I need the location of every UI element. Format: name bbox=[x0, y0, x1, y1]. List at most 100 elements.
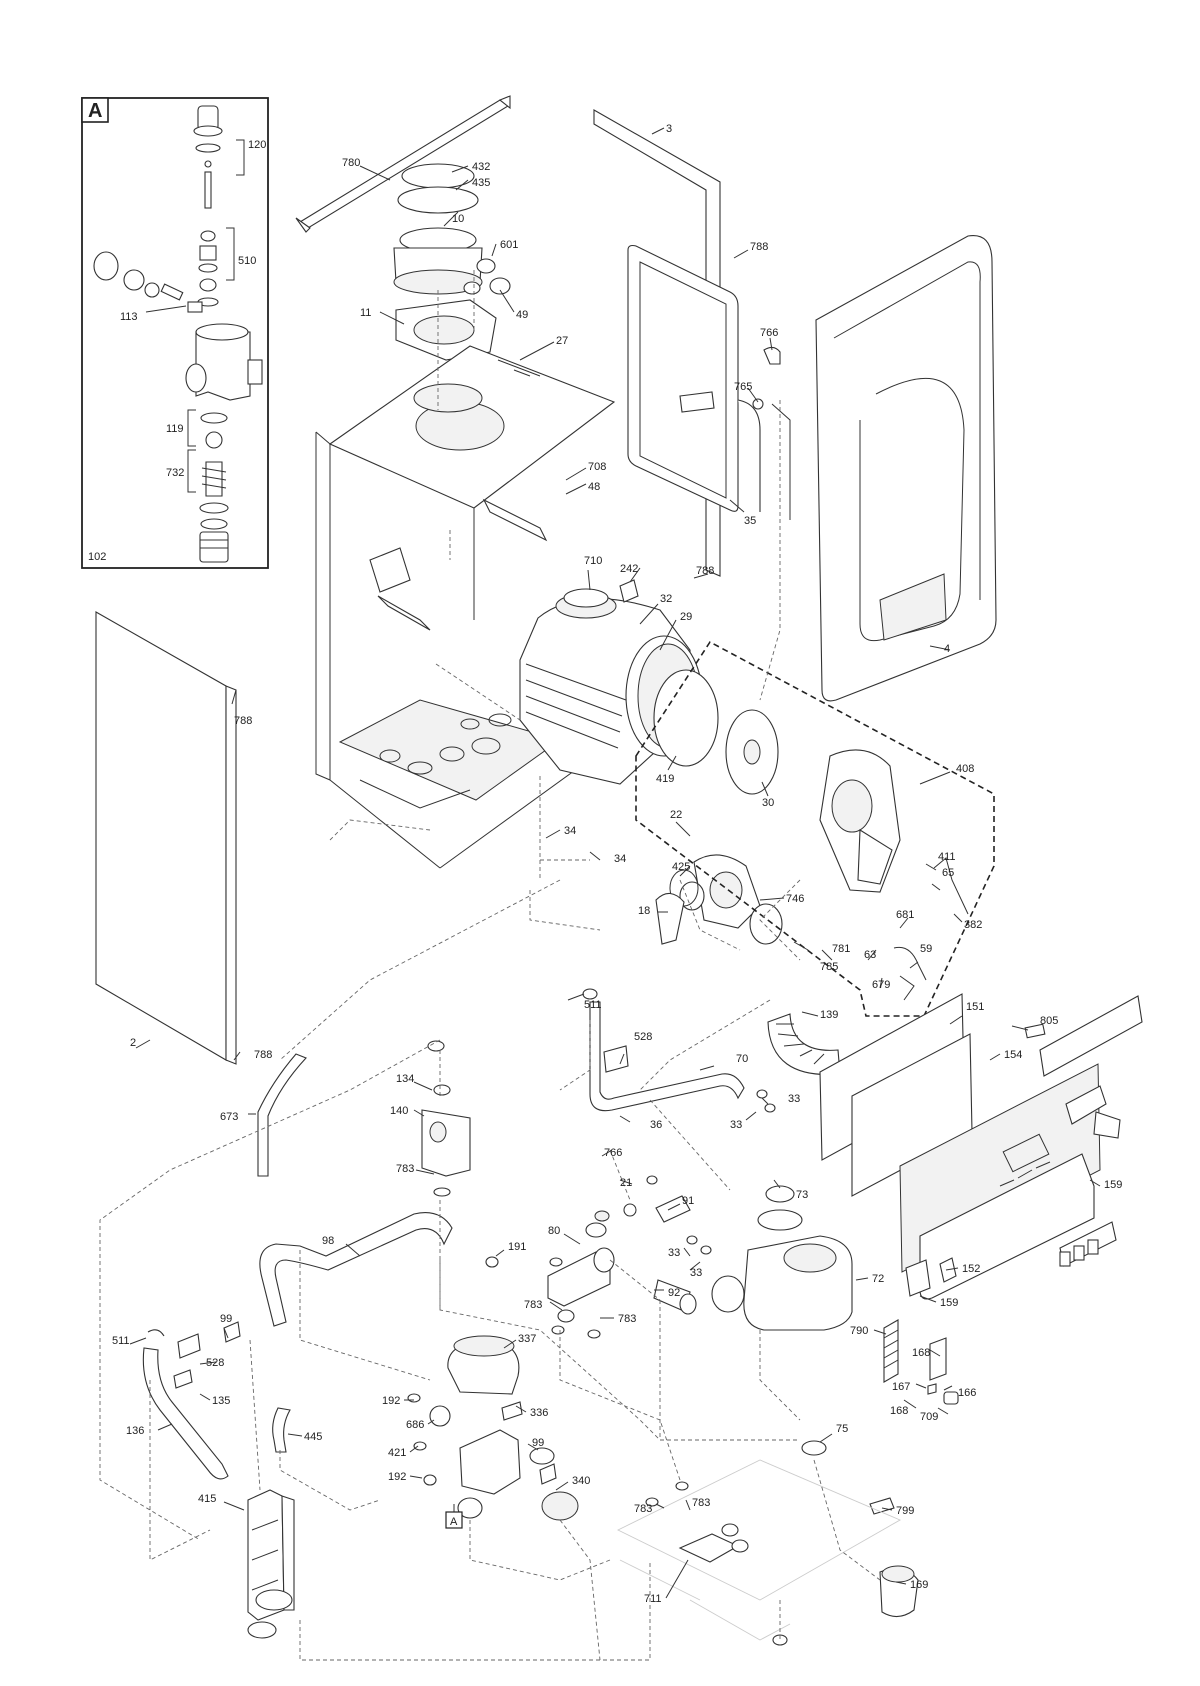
main-frame bbox=[315, 345, 616, 869]
label-673: 673 bbox=[220, 1111, 238, 1123]
label-411: 411 bbox=[938, 851, 956, 863]
top-rail-780 bbox=[295, 95, 511, 233]
label-134: 134 bbox=[396, 1073, 414, 1085]
label-33-b: 33 bbox=[730, 1119, 742, 1131]
label-59: 59 bbox=[920, 943, 932, 955]
gasket-11 bbox=[395, 299, 497, 361]
label-159-b: 159 bbox=[940, 1297, 958, 1309]
label-192-a: 192 bbox=[382, 1395, 400, 1407]
fuse-805 bbox=[1024, 1023, 1046, 1039]
label-21: 21 bbox=[620, 1177, 632, 1189]
label-783-b: 783 bbox=[524, 1299, 542, 1311]
label-421: 421 bbox=[388, 1447, 406, 1459]
label-528-a: 528 bbox=[634, 1031, 652, 1043]
part-number-labels: 780 432 435 10 601 49 11 27 3 788 766 76… bbox=[112, 123, 1122, 1605]
label-72: 72 bbox=[872, 1273, 884, 1285]
label-166: 166 bbox=[958, 1387, 976, 1399]
label-511-b: 511 bbox=[112, 1335, 130, 1347]
label-135: 135 bbox=[212, 1395, 230, 1407]
label-73: 73 bbox=[796, 1189, 808, 1201]
bracket-528 bbox=[603, 1045, 629, 1073]
label-11: 11 bbox=[360, 307, 371, 319]
label-799: 799 bbox=[896, 1505, 914, 1517]
label-242: 242 bbox=[620, 563, 638, 575]
label-192-b: 192 bbox=[388, 1471, 406, 1483]
label-709: 709 bbox=[920, 1411, 938, 1423]
label-528-b: 528 bbox=[206, 1357, 224, 1369]
label-34-b: 34 bbox=[614, 853, 626, 865]
label-168-a: 168 bbox=[912, 1347, 930, 1359]
label-4: 4 bbox=[944, 643, 950, 655]
inset-tag: A bbox=[88, 100, 102, 122]
label-780: 780 bbox=[342, 157, 360, 169]
label-601: 601 bbox=[500, 239, 518, 251]
label-33-a: 33 bbox=[788, 1093, 800, 1105]
label-3: 3 bbox=[666, 123, 672, 135]
connector-166 bbox=[929, 1337, 959, 1405]
small-fittings bbox=[147, 988, 937, 1646]
label-140: 140 bbox=[390, 1105, 408, 1117]
label-2: 2 bbox=[130, 1037, 136, 1049]
label-36: 36 bbox=[650, 1119, 662, 1131]
label-98: 98 bbox=[322, 1235, 334, 1247]
burner-ring-29 bbox=[625, 635, 719, 767]
sensor-91 bbox=[623, 1195, 691, 1223]
label-435: 435 bbox=[472, 177, 490, 189]
label-765: 765 bbox=[734, 381, 752, 393]
label-708: 708 bbox=[588, 461, 606, 473]
label-686: 686 bbox=[406, 1419, 424, 1431]
flue-adapter bbox=[393, 163, 511, 295]
label-511-a: 511 bbox=[584, 999, 602, 1011]
inset-label-119: 119 bbox=[166, 423, 184, 435]
label-711: 711 bbox=[644, 1593, 662, 1605]
inset-label-510: 510 bbox=[238, 255, 256, 267]
label-679: 679 bbox=[872, 979, 890, 991]
side-panel-3 bbox=[593, 109, 721, 577]
label-783-a: 783 bbox=[396, 1163, 414, 1175]
terminal-strip-790 bbox=[883, 1319, 899, 1383]
label-788-b: 788 bbox=[696, 565, 714, 577]
inset-valve-assembly bbox=[93, 105, 263, 563]
pipe-673 bbox=[257, 1053, 307, 1177]
label-154: 154 bbox=[1004, 1049, 1022, 1061]
connector-766-765 bbox=[752, 346, 791, 520]
label-99-a: 99 bbox=[220, 1313, 232, 1325]
label-191: 191 bbox=[508, 1241, 526, 1253]
label-432: 432 bbox=[472, 161, 490, 173]
label-169: 169 bbox=[910, 1579, 928, 1591]
inset-label-120: 120 bbox=[248, 139, 266, 151]
terminal-159 bbox=[1059, 1221, 1117, 1267]
electrodes bbox=[893, 857, 969, 1001]
label-159-a: 159 bbox=[1104, 1179, 1122, 1191]
label-33-c: 33 bbox=[668, 1247, 680, 1259]
label-30: 30 bbox=[762, 797, 774, 809]
label-415: 415 bbox=[198, 1493, 216, 1505]
label-32: 32 bbox=[660, 593, 672, 605]
front-cover-4 bbox=[815, 234, 997, 702]
leader-lines bbox=[129, 127, 1101, 1599]
label-63: 63 bbox=[864, 949, 876, 961]
label-788-a: 788 bbox=[750, 241, 768, 253]
label-681: 681 bbox=[896, 909, 914, 921]
ghost-base-outline bbox=[616, 1459, 902, 1641]
label-336: 336 bbox=[530, 1407, 548, 1419]
label-710: 710 bbox=[584, 555, 602, 567]
label-788-d: 788 bbox=[254, 1049, 272, 1061]
manifold-80 bbox=[547, 1210, 615, 1323]
label-805: 805 bbox=[1040, 1015, 1058, 1027]
hydraulic-block-415 bbox=[247, 1489, 295, 1639]
inset-ref-label: 102 bbox=[88, 551, 106, 563]
pipe-98 bbox=[259, 1212, 453, 1327]
inset-detail-a: A 102 bbox=[81, 97, 269, 569]
label-781: 781 bbox=[832, 943, 850, 955]
label-785: 785 bbox=[820, 961, 838, 973]
label-75: 75 bbox=[836, 1423, 848, 1435]
label-35: 35 bbox=[744, 515, 756, 527]
label-136: 136 bbox=[126, 1425, 144, 1437]
label-33-d: 33 bbox=[690, 1267, 702, 1279]
pipe-136 bbox=[142, 1347, 229, 1480]
detail-marker-a: A bbox=[445, 1504, 463, 1529]
diverter-valve-337 bbox=[429, 1335, 579, 1521]
flow-pipe-70 bbox=[589, 1001, 745, 1112]
